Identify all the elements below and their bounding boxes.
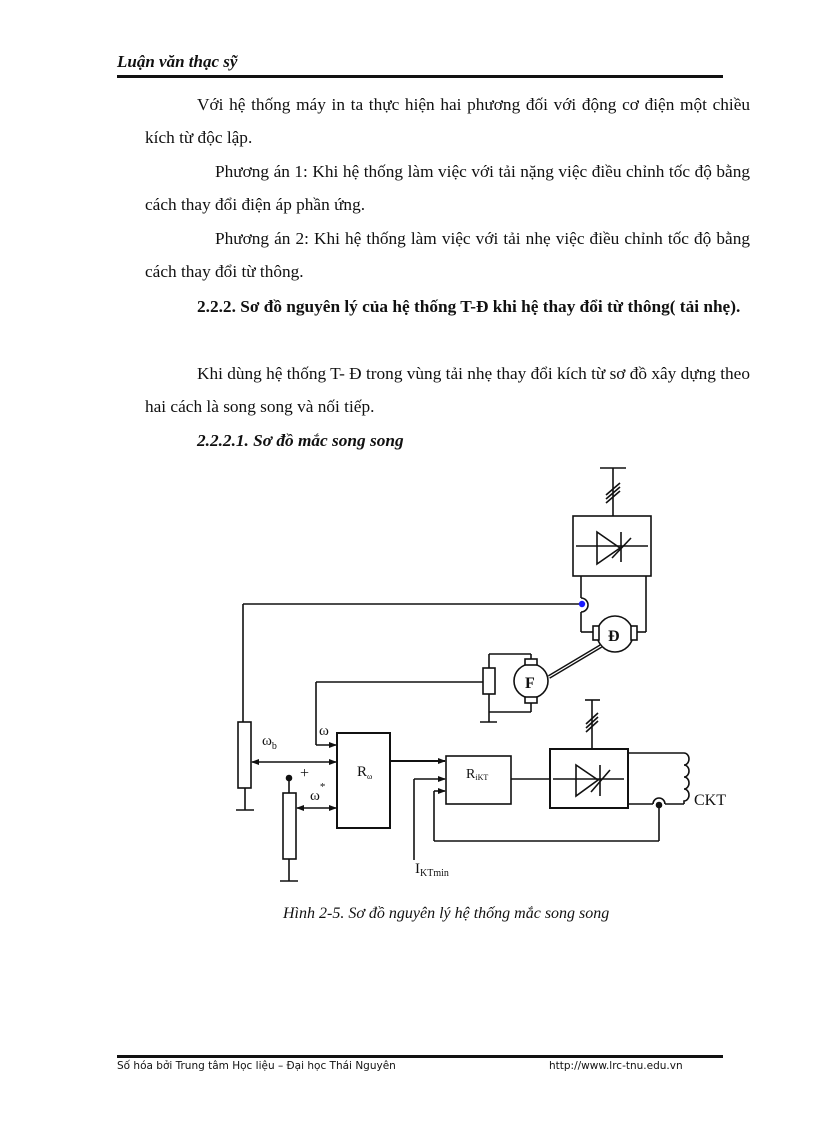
omega-label: ω: [319, 723, 329, 739]
omega-b-label: ω: [262, 733, 272, 749]
omega-ref-potentiometer: [282, 792, 297, 860]
ikt-min-label: I: [415, 861, 420, 877]
footer-left-text: Số hóa bởi Trung tâm Học liệu – Đại học …: [117, 1060, 396, 1072]
paragraph-3: Phương án 2: Khi hệ thống làm việc với t…: [145, 229, 750, 281]
field-winding-ckt-icon: [683, 752, 690, 804]
footer-url: http://www.lrc-tnu.edu.vn: [549, 1060, 683, 1072]
generator-label: F: [525, 675, 535, 692]
motor-label: Đ: [608, 628, 620, 645]
circuit-diagram: Đ F ωb ω + ω* Rω RiKT IKTmin CKT: [236, 467, 726, 882]
r-ikt-label: R: [466, 767, 476, 782]
omega-b-potentiometer: [237, 721, 252, 789]
subsection-heading-2-2-2-1: 2.2.2.1. Sơ đồ mắc song song: [197, 431, 404, 450]
paragraph-4: Khi dùng hệ thống T- Đ trong vùng tải nh…: [145, 364, 750, 416]
r-omega-regulator-block: [336, 732, 391, 829]
footer-rule: [117, 1055, 723, 1058]
omega-ref-label: ω: [310, 788, 320, 804]
header-rule: [117, 75, 723, 78]
paragraph-2: Phương án 1: Khi hệ thống làm việc với t…: [145, 162, 750, 214]
plus-label: +: [300, 765, 309, 782]
paragraph-1: Với hệ thống máy in ta thực hiện hai phư…: [145, 95, 750, 147]
r-ikt-regulator-block: [445, 755, 512, 805]
bottom-supply-symbol: [585, 699, 600, 749]
top-supply-symbol: [600, 467, 626, 516]
svg-text:ωb: ωb: [262, 733, 277, 752]
r-omega-label: R: [357, 764, 367, 780]
svg-text:ω*: ω*: [310, 781, 325, 804]
section-heading-2-2-2: 2.2.2. Sơ đồ nguyên lý của hệ thống T-Đ …: [197, 297, 741, 316]
junction-dot: [578, 600, 586, 608]
ckt-label: CKT: [694, 792, 726, 809]
svg-text:RiKT: RiKT: [466, 767, 488, 782]
figure-caption: Hình 2-5. Sơ đồ nguyên lý hệ thống mắc s…: [283, 905, 610, 922]
page-header-title: Luận văn thạc sỹ: [117, 52, 238, 71]
svg-text:IKTmin: IKTmin: [415, 861, 449, 879]
svg-text:Rω: Rω: [357, 764, 372, 781]
